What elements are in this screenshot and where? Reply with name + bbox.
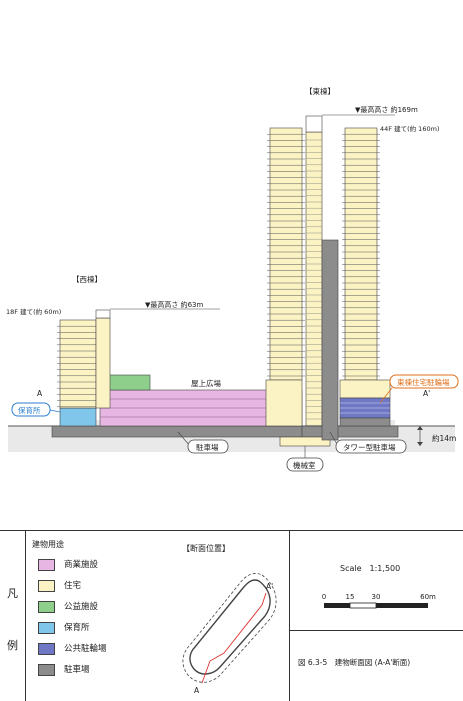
legend-swatch-residential (38, 580, 55, 592)
east-right-tower (342, 127, 380, 381)
legend-item-commercial: 商業施設 (38, 559, 188, 572)
west-max-height-label: ▼最高高さ 約63m (145, 300, 204, 309)
legend-item-nursery: 保育所 (38, 622, 188, 635)
west-building-label: 【西棟】 (72, 274, 102, 284)
machine-room-callout (286, 457, 324, 472)
parking-callout-text: 駐車場 (196, 442, 219, 452)
scale-tick-0: 0 (322, 593, 326, 601)
legend-label-bicycle-parking: 公共駐輪場 (64, 644, 107, 654)
legend-swatch-public-facility (38, 601, 55, 613)
legend-side-char-2: 例 (7, 639, 18, 652)
legend-item-public-facility: 公益施設 (38, 601, 188, 614)
depth-arrow-top (417, 426, 423, 430)
legend-label-nursery: 保育所 (64, 623, 90, 633)
legend-item-residential: 住宅 (38, 580, 188, 593)
tower-parking-callout-text: タワー型駐車場 (343, 442, 396, 452)
east-left-tower (267, 127, 305, 381)
section-line (201, 592, 267, 684)
west-tower-body (59, 319, 97, 409)
west-floors-label: 18F 建て(約 60m) (6, 307, 61, 316)
site-boundary-outer (182, 573, 277, 683)
legend-side-column: 凡 例 (0, 531, 26, 701)
east-left-tower-body (269, 127, 303, 381)
east-left-base (265, 379, 303, 427)
legend-swatch-commercial (38, 559, 55, 571)
scale-segment-2 (349, 602, 377, 609)
section-marker-a-prime: A' (423, 389, 430, 398)
scale-tick-30: 30 (372, 593, 381, 601)
legend-side-char-1: 凡 (7, 587, 18, 600)
figure-caption: 図 6.3-5 建物断面図 (A-A'断面) (298, 658, 411, 667)
west-nursery-block (59, 407, 97, 427)
section-drawing: 【東棟】 ▼最高高さ 約169m 44F 建て(約 160m) 【西棟】 ▼最高… (6, 86, 459, 472)
east-floors-label: 44F 建て(約 160m) (380, 124, 439, 133)
location-map: A A' (182, 573, 277, 695)
scale-segment-1 (324, 603, 350, 608)
legend-main: 建物用途 商業施設 住宅 公益施設 保育所 公共駐輪場 (26, 531, 290, 701)
nursery-callout-text: 保育所 (18, 405, 41, 415)
location-marker-a-prime: A' (266, 582, 273, 591)
west-tower (57, 319, 99, 409)
legend-swatch-bicycle-parking (38, 643, 55, 655)
legend-item-parking: 駐車場 (38, 664, 188, 677)
depth-label: 約14m (432, 433, 456, 443)
location-map-title: 【断面位置】 (182, 544, 230, 553)
west-rooftop-box (95, 309, 111, 319)
figure-caption-box: 図 6.3-5 建物断面図 (A-A'断面) (290, 631, 463, 701)
east-right-tower-body (344, 127, 378, 381)
legend-label-commercial: 商業施設 (64, 560, 99, 570)
site-boundary-inner (189, 579, 271, 675)
legend-label-parking: 駐車場 (64, 665, 90, 675)
east-right-base (339, 379, 391, 399)
parking-callout-leader (177, 431, 191, 447)
depth-arrow-bottom (417, 442, 423, 446)
tower-parking-callout (335, 439, 407, 454)
bicycle-floor-lines (340, 402, 390, 414)
legend-swatch-nursery (38, 622, 55, 634)
underground-parking-east (301, 425, 399, 438)
scale-text: Scale 1:1,500 (340, 564, 401, 573)
scale-tick-15: 15 (346, 593, 355, 601)
scale-segment-3 (376, 603, 428, 608)
east-bicycle-callout-text: 東棟住宅駐輪場 (397, 377, 450, 387)
machine-room-callout-text: 機械室 (293, 460, 316, 470)
nursery-callout (11, 402, 51, 417)
west-core (95, 317, 111, 409)
scale-bar: 0 15 30 60m (322, 593, 436, 609)
legend-swatch-parking (38, 664, 55, 676)
east-building-label: 【東棟】 (305, 86, 335, 96)
underground-parking-west (51, 425, 303, 438)
rooftop-plaza-label: 屋上広場 (191, 378, 221, 388)
east-rooftop-box (305, 115, 323, 133)
scale-box: Scale 1:1,500 0 15 30 60m (290, 531, 463, 631)
section-marker-a: A (37, 389, 43, 398)
east-core-floor-lines (306, 139, 322, 426)
legend-item-bicycle-parking: 公共駐輪場 (38, 643, 188, 656)
legend-title: 建物用途 (32, 540, 64, 549)
scale-tick-60: 60m (420, 593, 436, 601)
tower-parking-shaft (321, 239, 339, 441)
east-bicycle-callout (389, 374, 459, 389)
legend-label-residential: 住宅 (64, 581, 82, 591)
nursery-callout-leader (49, 409, 61, 413)
east-right-parking-base (339, 417, 391, 427)
legend-label-public-facility: 公益施設 (64, 602, 99, 612)
legend-panel: 凡 例 建物用途 商業施設 住宅 公益施設 保育所 公共 (0, 530, 463, 701)
east-bicycle-callout-leader (379, 387, 393, 404)
parking-callout (187, 439, 229, 454)
east-max-height-label: ▼最高高さ 約169m (355, 105, 418, 114)
location-marker-a: A (194, 686, 200, 695)
